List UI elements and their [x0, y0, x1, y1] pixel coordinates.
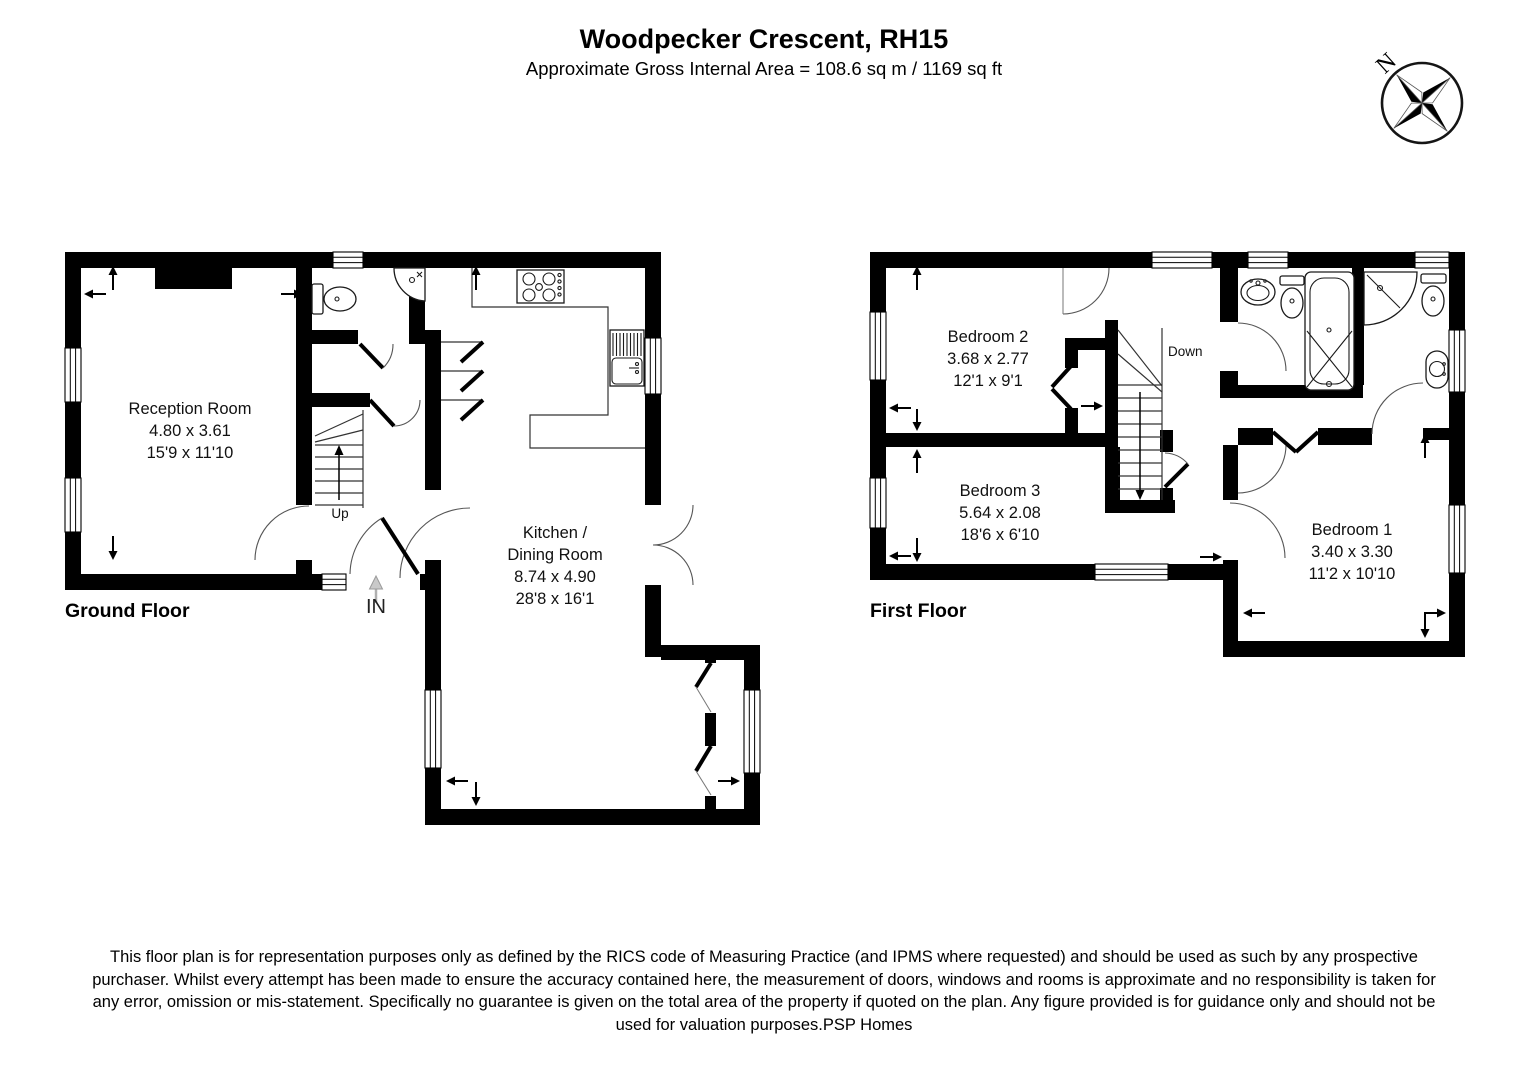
hob — [516, 269, 565, 304]
ground-floor-arrows — [84, 266, 740, 806]
stairs-down — [1117, 328, 1163, 500]
window — [1448, 504, 1466, 574]
window — [1448, 329, 1466, 393]
room-imperial: 28'8 x 16'1 — [515, 590, 595, 608]
ground-floor-doors — [254, 342, 716, 810]
wc-door — [358, 342, 385, 370]
window — [1414, 251, 1450, 269]
reception-room-label: Reception Room 4.80 x 3.61 15'9 x 11'10 — [129, 398, 252, 464]
ground-floor-walls — [65, 252, 760, 825]
kitchen-counter — [471, 268, 645, 449]
room-name: Bedroom 3 — [959, 482, 1041, 500]
bifold-doors — [694, 650, 716, 810]
window — [64, 347, 82, 403]
room-metric: 5.64 x 2.08 — [959, 504, 1041, 522]
room-name: Dining Room — [507, 546, 603, 564]
page-subtitle: Approximate Gross Internal Area = 108.6 … — [525, 58, 1003, 79]
stairs-down-label: Down — [1168, 344, 1203, 359]
window — [644, 337, 662, 395]
kitchen-sink — [609, 329, 645, 387]
bathroom-door — [1237, 322, 1287, 372]
wc-toilet — [311, 283, 357, 315]
room-metric: 3.40 x 3.30 — [1311, 543, 1393, 561]
window — [743, 689, 761, 774]
window — [1151, 251, 1213, 269]
window — [332, 251, 364, 269]
room-imperial: 18'6 x 6'10 — [960, 526, 1040, 544]
ensuite-toilet — [1420, 273, 1447, 317]
bathtub — [1304, 271, 1355, 391]
front-door-opening — [346, 573, 420, 591]
room-name: Kitchen / — [522, 524, 588, 542]
bathroom-toilet — [1279, 275, 1305, 319]
window — [321, 573, 347, 591]
reception-door — [254, 505, 310, 561]
chimney-breast — [155, 268, 232, 289]
room-name: Bedroom 2 — [947, 328, 1029, 346]
window — [869, 311, 887, 381]
window — [1247, 251, 1289, 269]
first-floor-label: First Floor — [870, 600, 967, 622]
disclaimer-text: This floor plan is for representation pu… — [92, 948, 1436, 1034]
room-imperial: 12'1 x 9'1 — [953, 372, 1023, 390]
hall-door — [368, 398, 396, 428]
stairs-up — [314, 410, 364, 508]
wardrobe-doors — [1271, 430, 1320, 454]
kitchen-dining-label: Kitchen / Dining Room 8.74 x 4.90 28'8 x… — [507, 522, 602, 610]
room-metric: 4.80 x 3.61 — [149, 422, 231, 440]
ground-floor-windows — [64, 251, 761, 774]
room-name: Reception Room — [128, 400, 252, 418]
bedroom1-door — [1237, 444, 1287, 494]
room-name: Bedroom 1 — [1311, 521, 1393, 539]
room-imperial: 11'2 x 10'10 — [1308, 565, 1396, 583]
bedroom2-door — [1050, 364, 1073, 389]
front-door — [380, 516, 420, 576]
kitchen-cupboards — [441, 340, 485, 422]
first-floor-arrows — [889, 266, 1446, 638]
window — [869, 477, 887, 529]
first-floor-plan — [869, 251, 1466, 657]
stairs-up-label: Up — [331, 506, 349, 521]
window — [1094, 563, 1169, 581]
entrance-label: IN — [366, 596, 386, 618]
bedroom2-label: Bedroom 2 3.68 x 2.77 12'1 x 9'1 — [947, 326, 1029, 392]
first-floor-doors — [1050, 267, 1424, 559]
stair-door — [1163, 462, 1190, 489]
ground-floor-label: Ground Floor — [65, 600, 190, 622]
ensuite-basin — [1425, 350, 1449, 389]
page-title: Woodpecker Crescent, RH15 — [579, 24, 949, 54]
window — [424, 689, 442, 769]
landing-door — [1062, 267, 1110, 315]
room-metric: 8.74 x 4.90 — [514, 568, 596, 586]
entrance-arrow-icon — [368, 574, 384, 603]
wc-corner-basin — [393, 267, 426, 302]
first-floor-windows — [869, 251, 1466, 581]
compass-icon: N — [1371, 48, 1464, 145]
kitchen-door — [399, 507, 471, 579]
french-doors — [652, 504, 694, 546]
bedroom1-label: Bedroom 1 3.40 x 3.30 11'2 x 10'10 — [1309, 519, 1396, 585]
bedroom3-label: Bedroom 3 5.64 x 2.08 18'6 x 6'10 — [959, 480, 1041, 546]
shower — [1363, 271, 1418, 326]
room-imperial: 15'9 x 11'10 — [146, 444, 234, 462]
room-metric: 3.68 x 2.77 — [947, 350, 1029, 368]
bathroom-basin — [1240, 278, 1276, 306]
window — [64, 477, 82, 533]
ensuite-door — [1371, 382, 1424, 435]
ground-floor-plan — [64, 251, 761, 825]
